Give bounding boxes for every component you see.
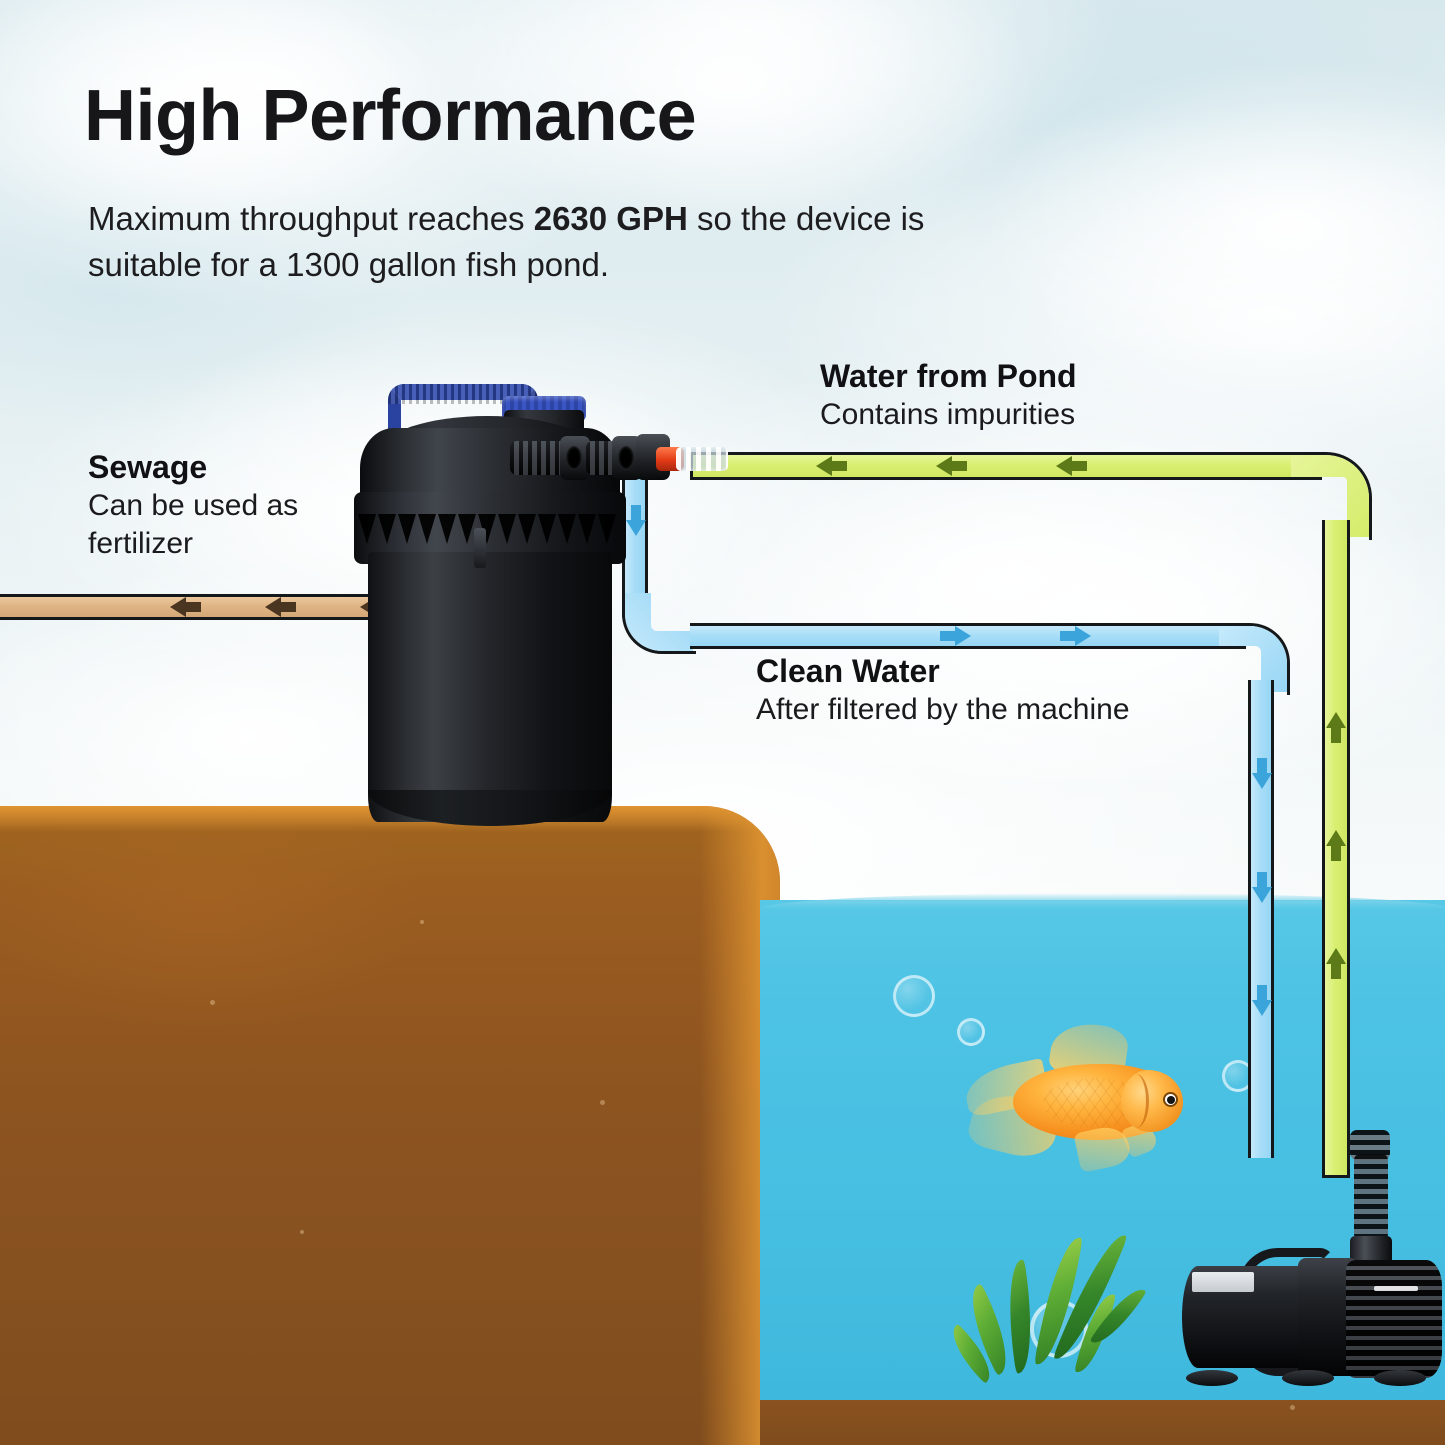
callout-clean-title: Clean Water [756,653,940,689]
pump-foot [1186,1370,1238,1386]
pipe-clean-water-elbow-right [1216,623,1290,695]
submersible-pond-pump[interactable] [1178,1130,1445,1415]
filter-collar-teeth [358,514,622,548]
page-title: High Performance [84,76,697,156]
subtitle-highlight: 2630 GPH [533,200,688,237]
filter-canister-body [368,552,612,822]
plant-leaf [1000,1259,1040,1374]
callout-clean-subtitle: After filtered by the machine [756,693,1130,727]
filter-port-opening [618,446,634,470]
callout-sewage-subtitle: Can be used as fertilizer [88,489,299,560]
callout-clean-water: Clean Water After filtered by the machin… [756,652,1130,729]
pump-label [1192,1272,1254,1292]
goldfish [961,1018,1195,1180]
pump-foot [1374,1370,1426,1386]
filter-port-opening [566,446,582,470]
filter-handle-ribbing [388,384,538,404]
callout-sewage: Sewage Can be used as fertilizer [88,448,328,562]
callout-pond-subtitle: Contains impurities [820,398,1076,432]
pump-hose-barb [1354,1154,1388,1240]
pump-intake-grill [1346,1260,1442,1378]
pump-foot [1282,1370,1334,1386]
hose-clear-section [676,447,728,471]
page-subtitle: Maximum throughput reaches 2630 GPH so t… [88,196,1018,287]
fish-gill [1123,1074,1149,1128]
filter-latch[interactable] [474,528,486,568]
subtitle-part-b: so the device is suitable for a 1300 gal… [88,200,925,283]
fish-pupil [1167,1096,1175,1104]
subtitle-part-a: Maximum throughput reaches [88,200,534,237]
pipe-clean-water-vertical-outlet [1248,680,1274,1158]
callout-pond-title: Water from Pond [820,358,1077,394]
soil-bank [0,806,780,1445]
pipe-pond-water-elbow [1288,452,1372,540]
pressurized-pond-filter[interactable] [340,372,660,826]
callout-water-from-pond: Water from Pond Contains impurities [820,357,1077,434]
pipe-clean-water-elbow-left [622,590,696,654]
callout-sewage-title: Sewage [88,449,208,485]
pump-grill-highlight [1374,1286,1418,1291]
pipe-pond-water-horizontal [690,452,1322,480]
aquatic-plant [942,1227,1170,1400]
